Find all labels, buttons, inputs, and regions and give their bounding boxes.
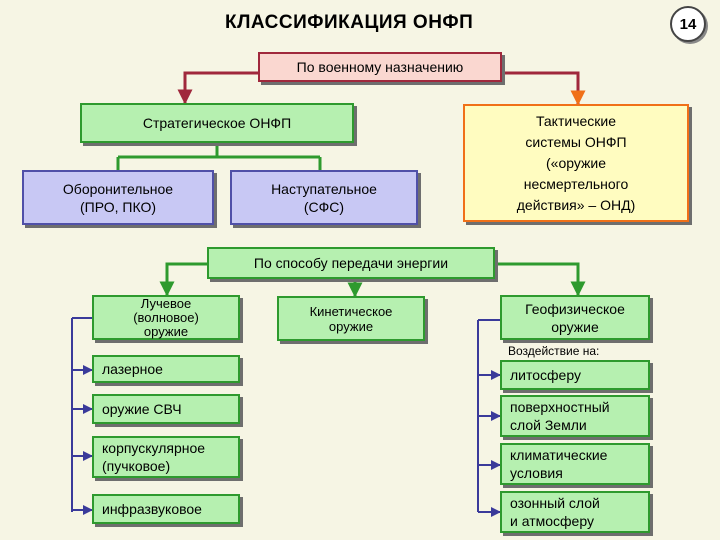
military-purpose-box: По военному назначению (258, 52, 502, 82)
tactical-line-1: Тактические (535, 112, 617, 129)
offensive-box: Наступательное(СФС) (230, 170, 418, 225)
beam-line-3: оружие (143, 323, 189, 339)
arrow-to-geophysical (495, 262, 586, 297)
arrow-to-strategic (177, 71, 258, 105)
geo-line-1: Геофизическое (525, 300, 625, 317)
beam-type-particle: корпускулярное (пучковое) (92, 436, 240, 478)
defensive-line-1: Оборонительное (62, 180, 174, 197)
beam-type-laser-label: лазерное (102, 361, 163, 377)
geo-target-climate-line-1: климатические (510, 447, 608, 463)
defensive-line-2: (ПРО, ПКО) (79, 198, 157, 215)
offensive-line-2: (СФС) (303, 198, 345, 215)
tactical-line-4: несмертельного (523, 175, 629, 192)
geo-target-climate-line-2: условия (510, 465, 563, 481)
geo-target-ozone-line-2: и атмосферу (510, 513, 594, 529)
tactical-box: Тактические системы ОНФП («оружие несмер… (463, 104, 689, 222)
geo-target-ozone: озонный слой и атмосферу (500, 491, 650, 533)
geo-target-surface: поверхностный слой Земли (500, 395, 650, 437)
geo-target-climate: климатические условия (500, 443, 650, 485)
beam-line-2: (волновое) (133, 309, 199, 325)
beam-line-1: Лучевое (140, 295, 192, 311)
bracket-strategic-split (116, 143, 322, 170)
beam-type-infrasound: инфразвуковое (92, 494, 240, 524)
beam-type-particle-line-1: корпускулярное (102, 440, 206, 456)
beam-type-infrasound-label: инфразвуковое (102, 501, 202, 517)
geo-target-lithosphere: литосферу (500, 360, 650, 390)
tactical-line-5: действия» – ОНД) (516, 196, 636, 213)
geo-target-surface-line-2: слой Земли (510, 417, 587, 433)
offensive-line-1: Наступательное (271, 180, 377, 197)
geo-target-lithosphere-label: литосферу (510, 367, 581, 383)
tactical-line-2: системы ОНФП (525, 133, 627, 150)
page-title: КЛАССИФИКАЦИЯ ОНФП (225, 12, 474, 33)
geo-line-2: оружие (551, 318, 599, 335)
arrow-to-beam (159, 262, 207, 297)
strategic-box: Стратегическое ОНФП (80, 103, 354, 143)
beam-type-microwave-label: оружие СВЧ (102, 401, 182, 417)
page-number-badge: 14 (670, 6, 706, 42)
beam-subtype-spine (71, 317, 92, 512)
tactical-line-3: («оружие (546, 154, 606, 171)
beam-weapon-box: Лучевое(волновое)оружие (92, 295, 240, 340)
arrow-to-tactical (502, 71, 586, 106)
beam-type-particle-line-2: (пучковое) (102, 458, 171, 474)
defensive-box: Оборонительное(ПРО, ПКО) (22, 170, 214, 225)
beam-type-laser: лазерное (92, 355, 240, 383)
kinetic-line-1: Кинетическое (309, 303, 393, 319)
beam-type-microwave: оружие СВЧ (92, 394, 240, 424)
energy-transfer-box: По способу передачи энергии (207, 247, 495, 279)
kinetic-line-2: оружие (328, 318, 374, 334)
geo-target-ozone-line-1: озонный слой (510, 495, 600, 511)
geo-target-surface-line-1: поверхностный (510, 399, 610, 415)
effect-on-label: Воздействие на: (508, 344, 600, 358)
